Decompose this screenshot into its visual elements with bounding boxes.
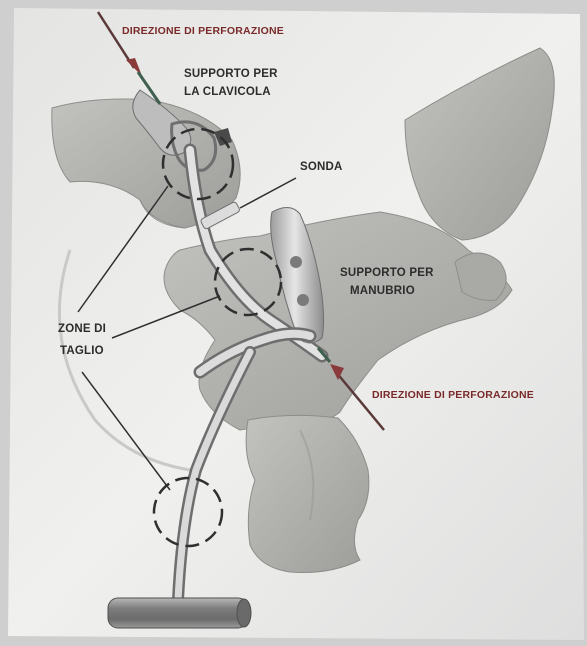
label-clavicle-support-line2: LA CLAVICOLA bbox=[184, 86, 271, 98]
manubrium-support-hole-1 bbox=[290, 256, 302, 268]
label-cut-zones-line2: TAGLIO bbox=[60, 345, 104, 357]
label-manubrium-support-line1: SUPPORTO PER bbox=[340, 267, 434, 279]
label-manubrium-support-line2: MANUBRIO bbox=[350, 285, 415, 297]
label-drill-direction-top: DIREZIONE DI PERFORAZIONE bbox=[122, 25, 284, 37]
label-cut-zones-line1: ZONE DI bbox=[58, 323, 106, 335]
label-probe: SONDA bbox=[300, 161, 343, 173]
label-clavicle-support-line1: SUPPORTO PER bbox=[184, 68, 278, 80]
t-handle-end-cap bbox=[237, 599, 251, 627]
sternum-body bbox=[246, 415, 369, 572]
t-handle bbox=[108, 598, 248, 628]
label-drill-direction-right: DIREZIONE DI PERFORAZIONE bbox=[372, 389, 534, 401]
manubrium-support-hole-2 bbox=[297, 294, 309, 306]
